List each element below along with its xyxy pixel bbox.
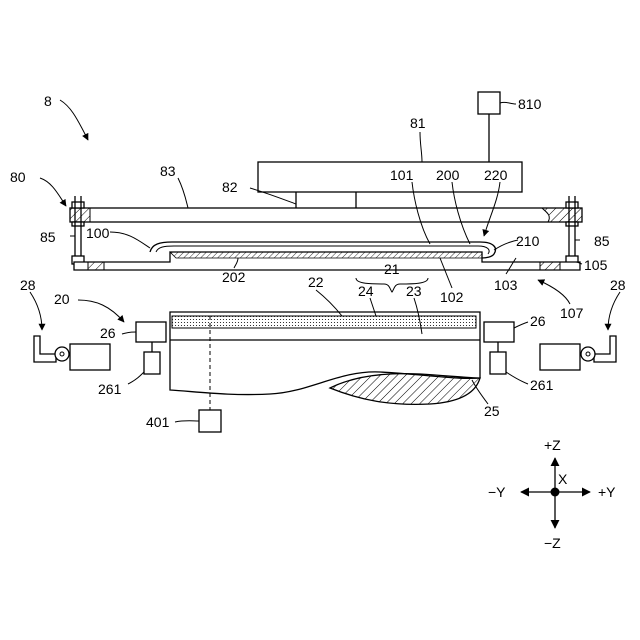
- label-107: 107: [560, 305, 584, 321]
- label-83: 83: [160, 163, 176, 179]
- label-202: 202: [222, 269, 246, 285]
- plate-83: [70, 208, 582, 222]
- plate-end-left: [70, 208, 90, 222]
- label-103: 103: [494, 277, 518, 293]
- label-24: 24: [358, 283, 374, 299]
- axis-plus-z: +Z: [544, 437, 561, 453]
- axis-indicator: +Z −Z −Y +Y X: [488, 437, 616, 551]
- label-105: 105: [584, 257, 608, 273]
- label-810: 810: [518, 96, 542, 112]
- box-401: [199, 410, 221, 432]
- label-261-left: 261: [98, 381, 122, 397]
- label-261-right: 261: [530, 377, 554, 393]
- label-210: 210: [516, 233, 540, 249]
- axis-x: X: [558, 471, 568, 487]
- axis-minus-y: −Y: [488, 484, 506, 500]
- bolt-85-right: [566, 196, 578, 264]
- label-101: 101: [390, 167, 414, 183]
- label-102: 102: [440, 289, 464, 305]
- label-401: 401: [146, 414, 170, 430]
- box-810: [478, 92, 500, 114]
- label-8: 8: [44, 93, 52, 109]
- label-81: 81: [410, 115, 426, 131]
- label-23: 23: [406, 283, 422, 299]
- label-21: 21: [384, 261, 400, 277]
- unit-28-right: [540, 336, 616, 370]
- unit-28-left: [34, 336, 110, 370]
- axis-minus-z: −Z: [544, 535, 561, 551]
- bolt-85-left: [72, 196, 84, 264]
- label-100: 100: [86, 225, 110, 241]
- label-85-right: 85: [594, 233, 610, 249]
- label-80: 80: [10, 169, 26, 185]
- label-85-left: 85: [40, 229, 56, 245]
- block-26-right: [484, 322, 514, 374]
- label-28-left: 28: [20, 277, 36, 293]
- layer-24: [172, 316, 476, 328]
- label-26-left: 26: [100, 325, 116, 341]
- label-220: 220: [484, 167, 508, 183]
- label-26-right: 26: [530, 313, 546, 329]
- label-200: 200: [436, 167, 460, 183]
- label-22: 22: [308, 274, 324, 290]
- label-20: 20: [54, 291, 70, 307]
- label-25: 25: [484, 403, 500, 419]
- label-82: 82: [222, 179, 238, 195]
- block-26-left: [136, 322, 166, 374]
- label-28-right: 28: [610, 277, 626, 293]
- axis-plus-y: +Y: [598, 484, 616, 500]
- cut-region-25: [330, 374, 480, 405]
